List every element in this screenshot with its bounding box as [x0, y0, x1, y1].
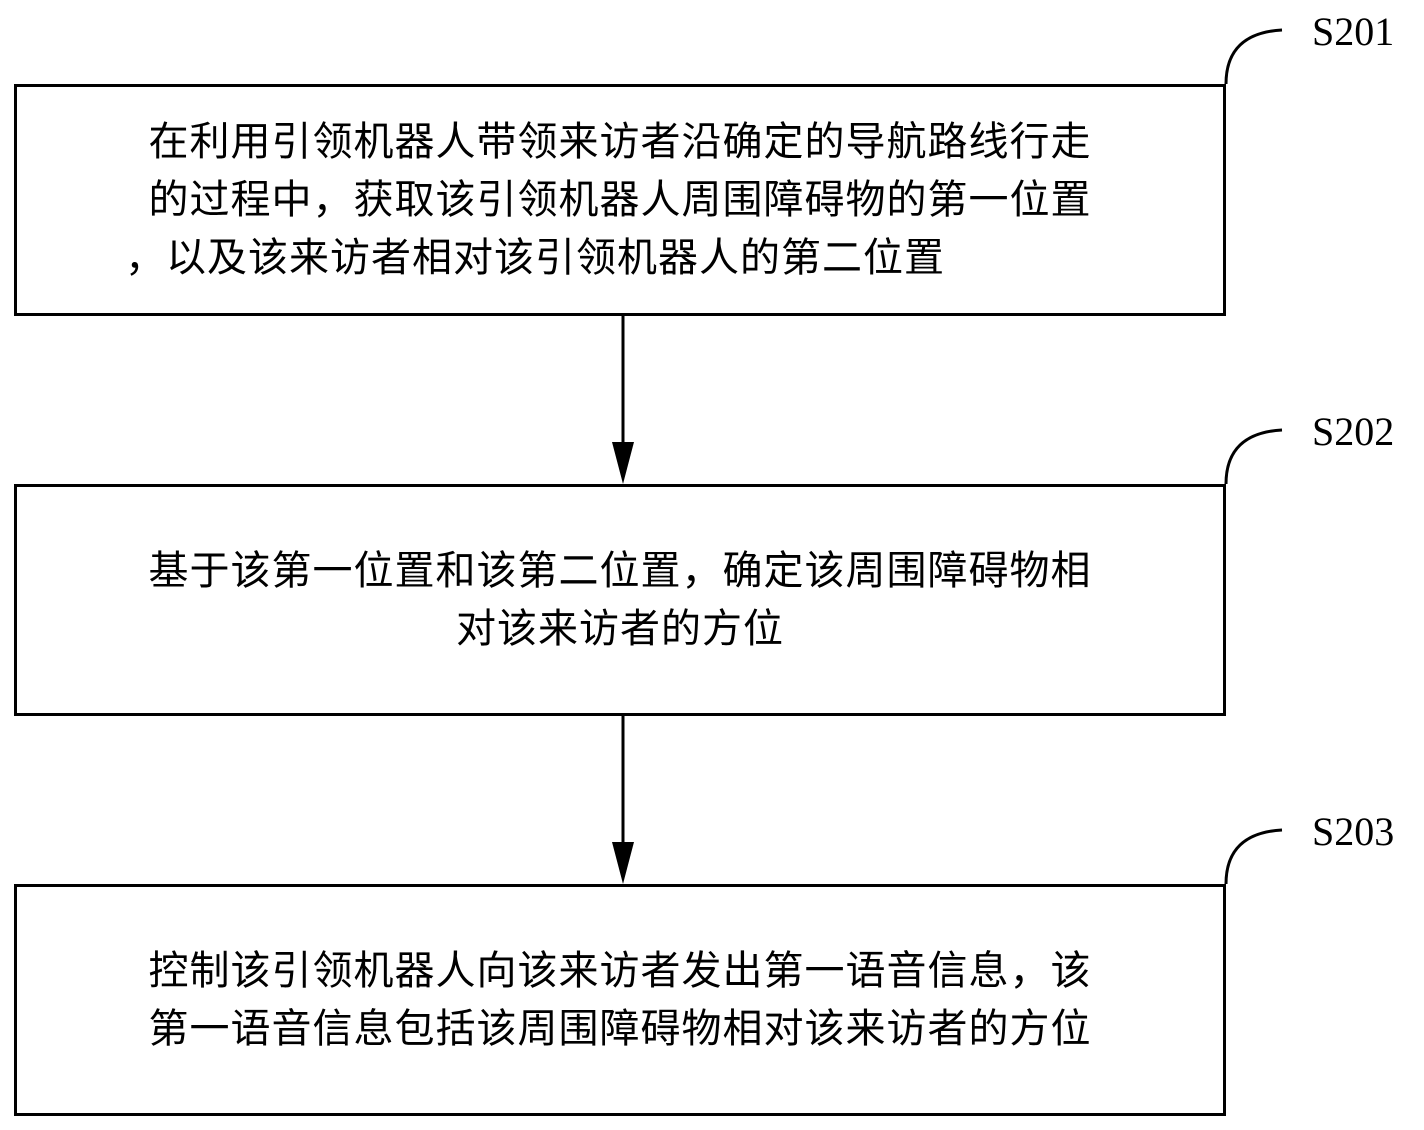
step-text-line: 的过程中，获取该引领机器人周围障碍物的第一位置	[148, 177, 1092, 223]
step-text-s201: 在利用引领机器人带领来访者沿确定的导航路线行走 的过程中，获取该引领机器人周围障…	[45, 113, 1195, 287]
leader-s203	[1224, 828, 1283, 885]
step-label-s201: S201	[1312, 9, 1395, 54]
step-text-line: ，以及该来访者相对该引领机器人的第二位置	[125, 235, 945, 281]
step-text-line: 在利用引领机器人带领来访者沿确定的导航路线行走	[148, 119, 1092, 165]
step-text-line: 对该来访者的方位	[456, 606, 784, 652]
leader-s201	[1224, 28, 1283, 85]
step-text-line: 基于该第一位置和该第二位置，确定该周围障碍物相	[148, 548, 1092, 594]
arrow-s202-to-s203	[612, 716, 634, 884]
step-text-s203: 控制该引领机器人向该来访者发出第一语音信息，该 第一语音信息包括该周围障碍物相对…	[45, 942, 1195, 1058]
step-text-s202: 基于该第一位置和该第二位置，确定该周围障碍物相 对该来访者的方位	[45, 542, 1195, 658]
step-label-s203: S203	[1312, 809, 1395, 854]
step-text-line: 第一语音信息包括该周围障碍物相对该来访者的方位	[148, 1006, 1092, 1052]
arrow-s201-to-s202	[612, 316, 634, 484]
step-box-s201: 在利用引领机器人带领来访者沿确定的导航路线行走 的过程中，获取该引领机器人周围障…	[14, 84, 1226, 316]
step-text-line: 控制该引领机器人向该来访者发出第一语音信息，该	[148, 948, 1092, 994]
leader-s202	[1224, 428, 1283, 485]
step-box-s202: 基于该第一位置和该第二位置，确定该周围障碍物相 对该来访者的方位	[14, 484, 1226, 716]
step-label-s202: S202	[1312, 409, 1395, 454]
step-box-s203: 控制该引领机器人向该来访者发出第一语音信息，该 第一语音信息包括该周围障碍物相对…	[14, 884, 1226, 1116]
